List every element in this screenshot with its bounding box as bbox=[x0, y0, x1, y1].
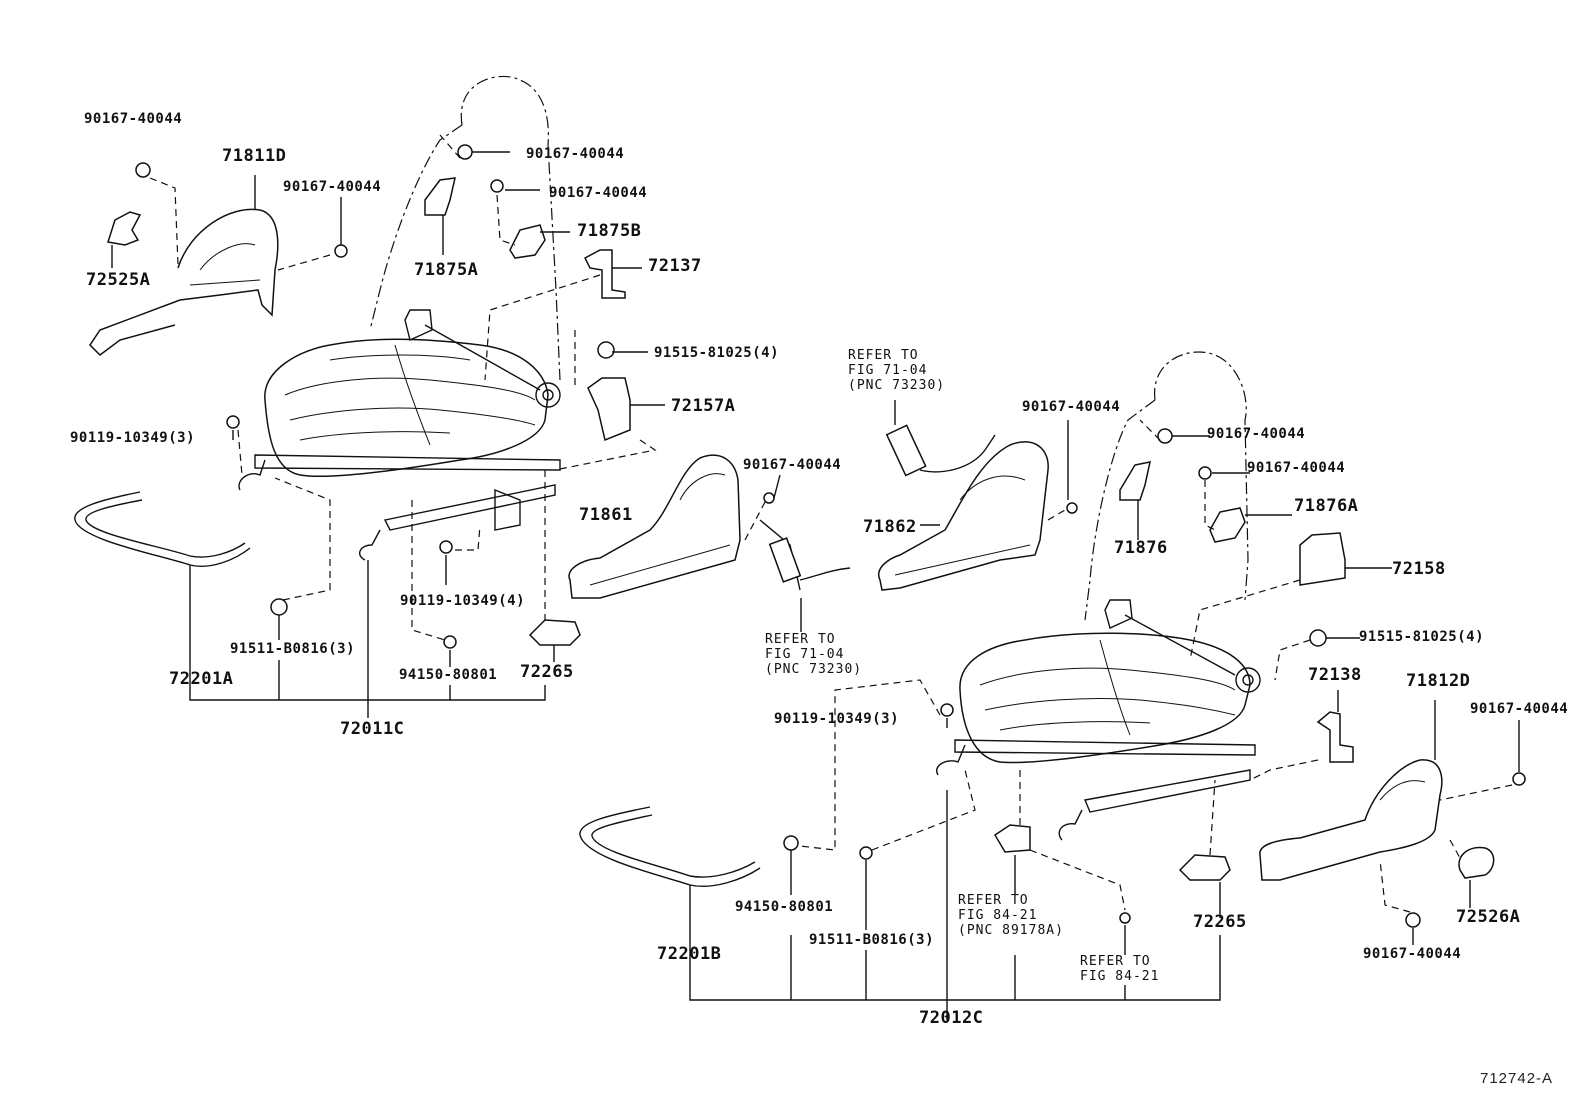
label-cover-71876a[interactable]: 71876A bbox=[1294, 496, 1359, 516]
note-line: FIG 71-04 bbox=[765, 647, 845, 662]
label-shield-71861[interactable]: 71861 bbox=[579, 505, 633, 525]
label-bracket-72138[interactable]: 72138 bbox=[1308, 665, 1362, 685]
note-line: REFER TO bbox=[958, 893, 1029, 908]
note-line: (PNC 73230) bbox=[848, 378, 946, 393]
label-cover-71875a[interactable]: 71875A bbox=[414, 260, 479, 280]
diagram-id: 712742-A bbox=[1480, 1070, 1554, 1087]
label-recliner-cover-71811d[interactable]: 71811D bbox=[222, 146, 287, 166]
label-screw-far-right[interactable]: 90167-40044 bbox=[1470, 701, 1569, 717]
label-adjuster-72012c[interactable]: 72012C bbox=[919, 1008, 984, 1028]
note-line: (PNC 89178A) bbox=[958, 923, 1064, 938]
center-shields bbox=[568, 400, 1078, 632]
label-recliner-cover-71812d[interactable]: 71812D bbox=[1406, 671, 1471, 691]
note-line: (PNC 73230) bbox=[765, 662, 863, 677]
label-bracket-72137[interactable]: 72137 bbox=[648, 256, 702, 276]
label-cover-72158[interactable]: 72158 bbox=[1392, 559, 1446, 579]
note-line: FIG 84-21 bbox=[958, 908, 1038, 923]
label-cover-72157a[interactable]: 72157A bbox=[671, 396, 736, 416]
label-shield-71862[interactable]: 71862 bbox=[863, 517, 917, 537]
label-screw-bottom-right[interactable]: 90167-40044 bbox=[1363, 946, 1462, 962]
right-seat-assembly bbox=[579, 351, 1526, 1020]
note-line: REFER TO bbox=[765, 632, 836, 647]
label-adjuster-72011c[interactable]: 72011C bbox=[340, 719, 405, 739]
label-cover-71876[interactable]: 71876 bbox=[1114, 538, 1168, 558]
label-clip-72526a[interactable]: 72526A bbox=[1456, 907, 1521, 927]
note-refer-fig-84-21-bolt: REFER TO FIG 84-21 bbox=[1080, 954, 1159, 984]
label-screw-top-center[interactable]: 90167-40044 bbox=[526, 146, 625, 162]
label-screw-top-right[interactable]: 90167-40044 bbox=[549, 185, 648, 201]
label-wire-72201b[interactable]: 72201B bbox=[657, 944, 722, 964]
label-bolt-91511-right[interactable]: 91511-B0816(3) bbox=[809, 932, 935, 948]
note-line: FIG 71-04 bbox=[848, 363, 928, 378]
label-clip-72265-right[interactable]: 72265 bbox=[1193, 912, 1247, 932]
label-screw-71862[interactable]: 90167-40044 bbox=[1022, 399, 1121, 415]
label-clip-72265-left[interactable]: 72265 bbox=[520, 662, 574, 682]
label-screw-upper-left[interactable]: 90167-40044 bbox=[84, 111, 183, 127]
left-seat-assembly bbox=[74, 75, 665, 718]
label-bolt-90119-left[interactable]: 90119-10349(3) bbox=[70, 430, 196, 446]
label-screw-top-1-right[interactable]: 90167-40044 bbox=[1207, 426, 1306, 442]
label-wire-72201a[interactable]: 72201A bbox=[169, 669, 234, 689]
label-nut-94150-left[interactable]: 94150-80801 bbox=[399, 667, 498, 683]
label-cover-71875b[interactable]: 71875B bbox=[577, 221, 642, 241]
label-bolt-91515-right[interactable]: 91515-81025(4) bbox=[1359, 629, 1485, 645]
label-bolt-90119-right[interactable]: 90119-10349(3) bbox=[774, 711, 900, 727]
note-line: FIG 84-21 bbox=[1080, 969, 1160, 984]
label-bolt-91511-left[interactable]: 91511-B0816(3) bbox=[230, 641, 356, 657]
note-refer-fig-71-04-lower: REFER TO FIG 71-04 (PNC 73230) bbox=[765, 632, 862, 677]
note-refer-fig-84-21-sensor: REFER TO FIG 84-21 (PNC 89178A) bbox=[958, 893, 1064, 938]
label-nut-94150-right[interactable]: 94150-80801 bbox=[735, 899, 834, 915]
label-screw-71861[interactable]: 90167-40044 bbox=[743, 457, 842, 473]
note-line: REFER TO bbox=[1080, 954, 1151, 969]
label-clip-72525a[interactable]: 72525A bbox=[86, 270, 151, 290]
note-refer-fig-71-04-upper: REFER TO FIG 71-04 (PNC 73230) bbox=[848, 348, 945, 393]
note-line: REFER TO bbox=[848, 348, 919, 363]
label-bolt-90119-center[interactable]: 90119-10349(4) bbox=[400, 593, 526, 609]
label-screw-mid[interactable]: 90167-40044 bbox=[283, 179, 382, 195]
label-bolt-91515-left[interactable]: 91515-81025(4) bbox=[654, 345, 780, 361]
label-screw-top-2-right[interactable]: 90167-40044 bbox=[1247, 460, 1346, 476]
